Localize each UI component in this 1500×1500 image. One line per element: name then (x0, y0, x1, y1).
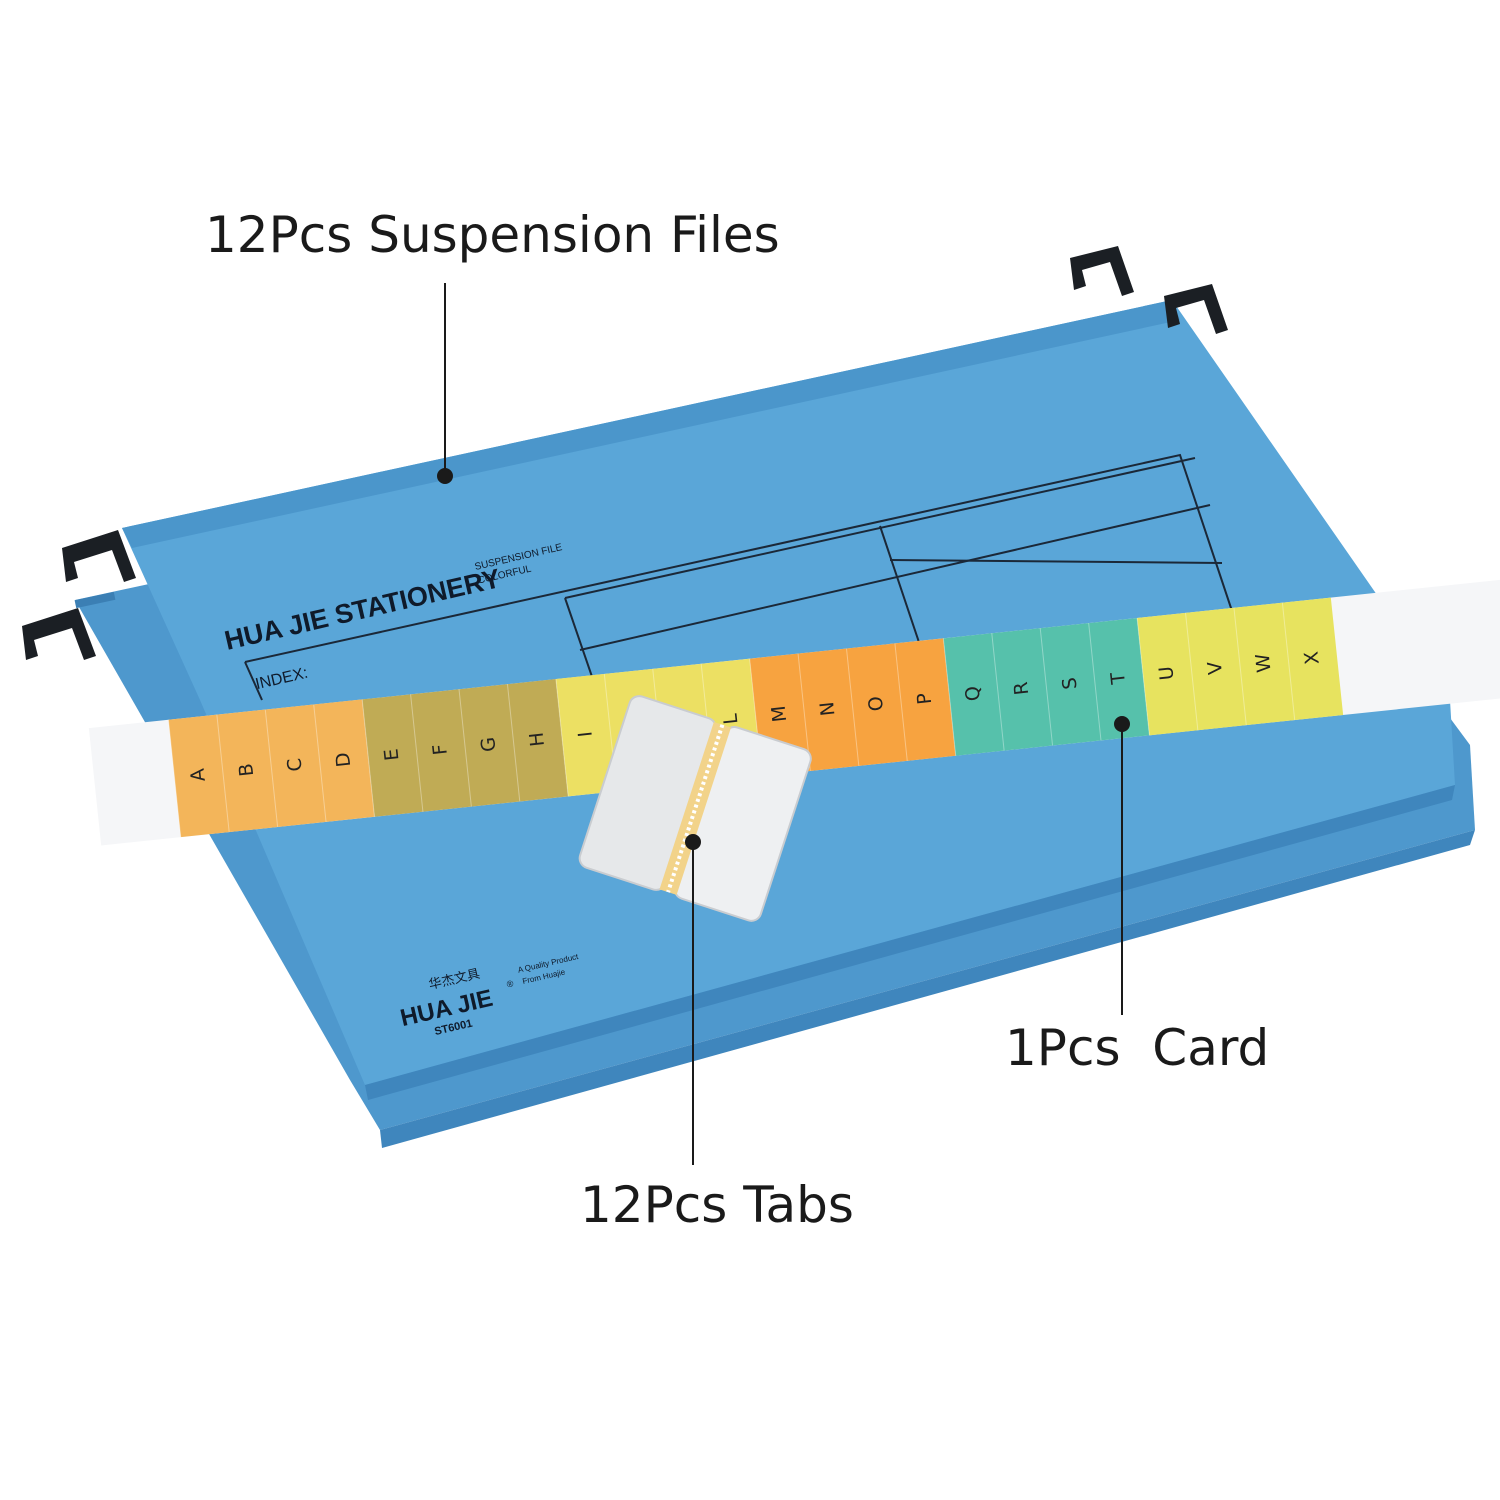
letter-divider (991, 633, 1005, 751)
letter-divider (506, 684, 521, 802)
index-letter-t: T (1107, 671, 1130, 686)
letter-divider (555, 679, 569, 797)
letter-divider (1281, 602, 1296, 721)
letter-divider (1088, 623, 1102, 741)
letter-group-5 (1137, 597, 1344, 736)
letter-divider (313, 704, 327, 822)
plastic-tabs (578, 695, 812, 922)
index-form-lines (244, 453, 1236, 701)
index-letter-d: D (332, 751, 355, 768)
letter-divider (410, 694, 424, 812)
index-letter-n: N (816, 701, 839, 717)
index-letter-o: O (865, 695, 888, 712)
letter-divider (894, 643, 908, 761)
index-letter-b: B (235, 762, 258, 777)
letter-divider (1136, 617, 1150, 736)
index-letter-e: E (380, 747, 403, 761)
index-letter-m: M (768, 705, 792, 724)
letter-divider (458, 689, 472, 807)
index-letter-v: V (1204, 660, 1227, 675)
letter-group-0 (168, 699, 375, 838)
index-letter-w: W (1252, 652, 1276, 673)
index-letter-f: F (429, 743, 452, 756)
letter-group-4 (943, 617, 1150, 756)
callout-suspension-files: 12Pcs Suspension Files (205, 206, 780, 264)
letter-divider (845, 648, 860, 766)
letter-divider (942, 638, 957, 756)
letter-divider (361, 699, 375, 817)
callout-lines (437, 283, 1130, 1165)
letter-group-3 (749, 638, 956, 777)
letter-divider (216, 714, 230, 833)
index-letter-i: I (574, 730, 596, 738)
letter-divider (1185, 612, 1199, 731)
index-letter-a: A (187, 767, 210, 782)
index-letter-s: S (1058, 676, 1081, 690)
index-letter-u: U (1155, 665, 1178, 681)
letter-divider (1233, 607, 1247, 726)
hanger-hook-icon (22, 246, 1228, 660)
letter-divider (1039, 628, 1054, 746)
index-letter-c: C (283, 757, 306, 773)
letter-divider (264, 709, 279, 828)
index-letter-h: H (526, 731, 549, 748)
callout-card: 1Pcs Card (1005, 1019, 1269, 1077)
index-letter-q: Q (961, 685, 984, 702)
index-letter-r: R (1010, 681, 1033, 696)
index-letter-g: G (477, 736, 500, 753)
callout-tabs: 12Pcs Tabs (580, 1176, 854, 1234)
letter-group-1 (362, 679, 569, 817)
index-letter-l: L (719, 712, 742, 725)
index-letter-x: X (1301, 650, 1324, 665)
logo-registered: ® (506, 978, 515, 989)
index-letter-p: P (913, 692, 936, 706)
letter-divider (167, 719, 182, 838)
